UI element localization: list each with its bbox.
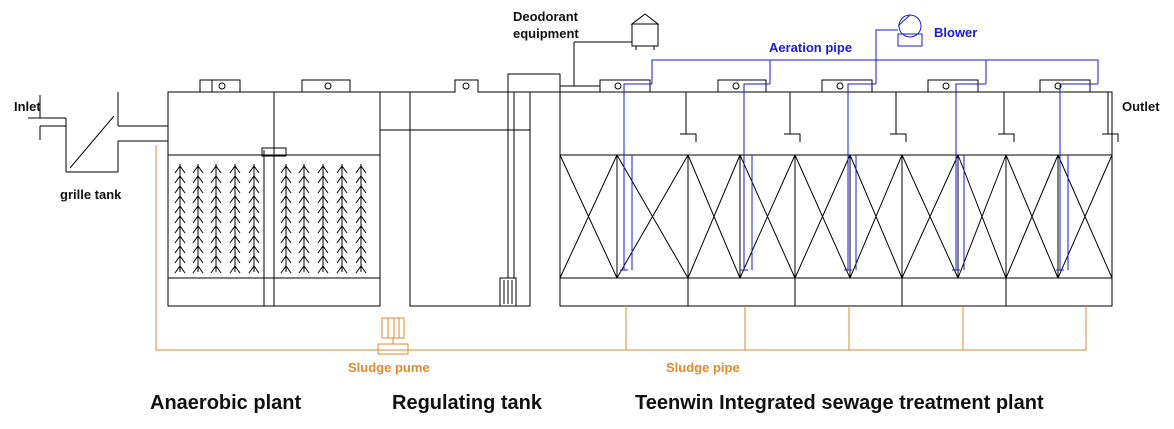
filler-column — [210, 164, 222, 274]
regulating-tank-label: Regulating tank — [392, 392, 543, 414]
filler-column — [229, 164, 241, 274]
manhole-cover — [821, 79, 873, 92]
filler-column — [298, 164, 310, 274]
treatment-cell — [687, 154, 741, 279]
sludge-pipe-label: Sludge pipe — [666, 360, 740, 375]
manhole-handle — [732, 82, 740, 90]
aeration-drop — [952, 83, 986, 271]
filler-column — [336, 164, 348, 274]
treatment-cell — [849, 154, 903, 279]
deodorant-label-1: Deodorant — [513, 9, 579, 24]
manhole-handle — [1054, 82, 1062, 90]
manhole-cover — [927, 79, 979, 92]
sludge-pump-label: Sludge pume — [348, 360, 430, 375]
treatment-cell — [957, 154, 1007, 279]
partition-hook — [895, 92, 907, 142]
sludge-system — [155, 145, 1087, 351]
filler-column — [317, 164, 329, 274]
aeration-drop — [1056, 83, 1098, 271]
aeration-pipe-label: Aeration pipe — [769, 40, 852, 55]
treatment-cells — [559, 92, 1119, 306]
anaerobic-plant — [167, 79, 410, 307]
aeration-system — [620, 29, 1099, 271]
treatment-cell — [794, 154, 851, 279]
treatment-cell — [901, 154, 959, 279]
filler-column — [174, 164, 186, 274]
treatment-cell — [559, 154, 618, 279]
filler-column — [355, 164, 367, 274]
manhole-cover — [599, 79, 651, 92]
sludge-pump-icon — [377, 317, 409, 355]
manhole-handle — [942, 82, 950, 90]
grille-tank — [28, 92, 168, 173]
aeration-drop — [844, 83, 876, 271]
aeration-drops — [620, 83, 1098, 271]
regulating-tank — [380, 73, 561, 307]
manhole-handle — [836, 82, 844, 90]
partition-hook — [1107, 92, 1119, 142]
treatment-cell — [616, 154, 689, 279]
treatment-cell — [1057, 154, 1113, 279]
partition-hook — [789, 92, 801, 142]
aeration-drop — [740, 83, 770, 271]
outlet-label: Outlet — [1122, 99, 1160, 114]
manhole-handle — [614, 82, 622, 90]
treatment-cell — [739, 154, 796, 279]
anaerobic-plant-label: Anaerobic plant — [150, 392, 301, 414]
teenwin-plant-label: Teenwin Integrated sewage treatment plan… — [635, 392, 1044, 414]
inlet-label: Inlet — [14, 99, 41, 114]
cover-edge — [559, 85, 600, 92]
anaerobic-filler — [174, 164, 367, 274]
filler-column — [192, 164, 204, 274]
treatment-covers — [559, 79, 1091, 92]
filler-column — [248, 164, 260, 274]
deodorant-label-2: equipment — [513, 26, 579, 41]
treatment-cell — [1005, 154, 1059, 279]
partition-hook — [1003, 92, 1015, 142]
grille-tank-label: grille tank — [60, 187, 122, 202]
manhole-cover — [1039, 79, 1091, 92]
blower-label: Blower — [934, 25, 977, 40]
aeration-drop — [620, 83, 652, 271]
manhole-cover — [717, 79, 767, 92]
filler-column — [280, 164, 292, 274]
partition-hook — [685, 92, 697, 142]
deodorant-equipment-icon — [573, 13, 660, 86]
teenwin-plant — [559, 79, 1119, 307]
blower-icon — [897, 14, 923, 47]
